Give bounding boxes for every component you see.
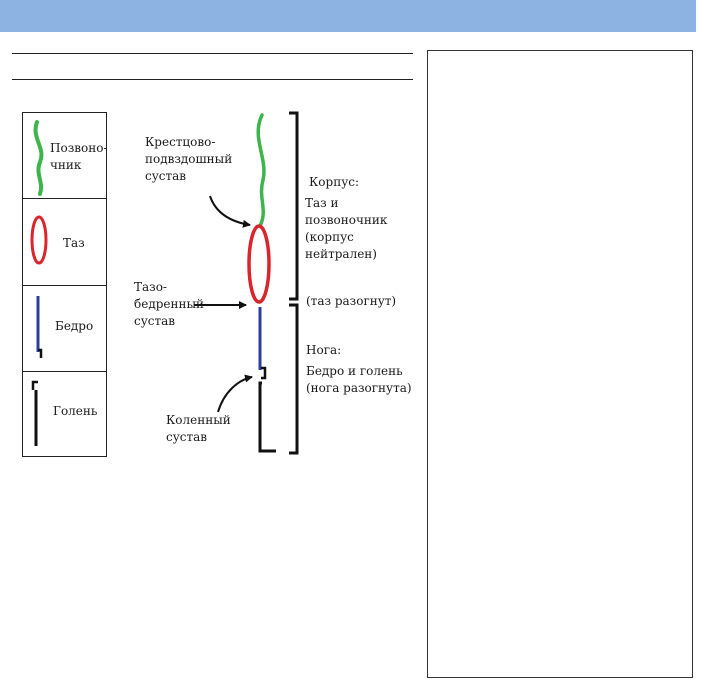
- header-bar: [0, 0, 696, 32]
- legend-row-thigh: [23, 285, 106, 371]
- hip-joint-label: Тазо- бедренный сустав: [134, 280, 205, 328]
- legend-pelvis-icon: [30, 215, 48, 265]
- trunk-description: Таз и позвоночник (корпус нейтрален): [305, 196, 388, 261]
- sacroiliac-joint-label: Крестцово- подвздошный сустав: [145, 135, 233, 183]
- knee-arrow: [217, 374, 253, 413]
- pelvis-ellipse: [247, 224, 271, 304]
- legend-label-shin: Голень: [53, 404, 98, 418]
- trunk-bracket: [289, 111, 299, 301]
- legend-label-thigh: Бедро: [55, 319, 94, 333]
- side-panel: [427, 50, 693, 678]
- leg-description: Бедро и голень (нога разогнута): [306, 364, 412, 395]
- legend-label-spine: Позвоно- чник: [50, 141, 108, 172]
- second-rule: [12, 79, 413, 80]
- legend-thigh-icon: [36, 296, 43, 358]
- knee-joint: [261, 366, 267, 380]
- top-rule: [12, 53, 413, 54]
- legend-label-pelvis: Таз: [63, 236, 85, 250]
- trunk-title: Корпус:: [309, 175, 360, 189]
- pelvis-note: (таз разогнут): [306, 294, 397, 308]
- sacroiliac-arrow: [209, 195, 251, 228]
- legend-row-pelvis: [23, 198, 106, 285]
- leg-bracket: [289, 303, 299, 455]
- legend-row-shin: [23, 371, 106, 457]
- legend-shin-icon: [31, 380, 38, 446]
- leg-title: Нога:: [306, 343, 342, 357]
- legend-table: [22, 112, 107, 457]
- legend-spine-icon: [33, 120, 44, 196]
- knee-joint-label: Коленный сустав: [166, 413, 231, 444]
- spine-curve: [256, 113, 266, 228]
- shin-line: [258, 381, 276, 453]
